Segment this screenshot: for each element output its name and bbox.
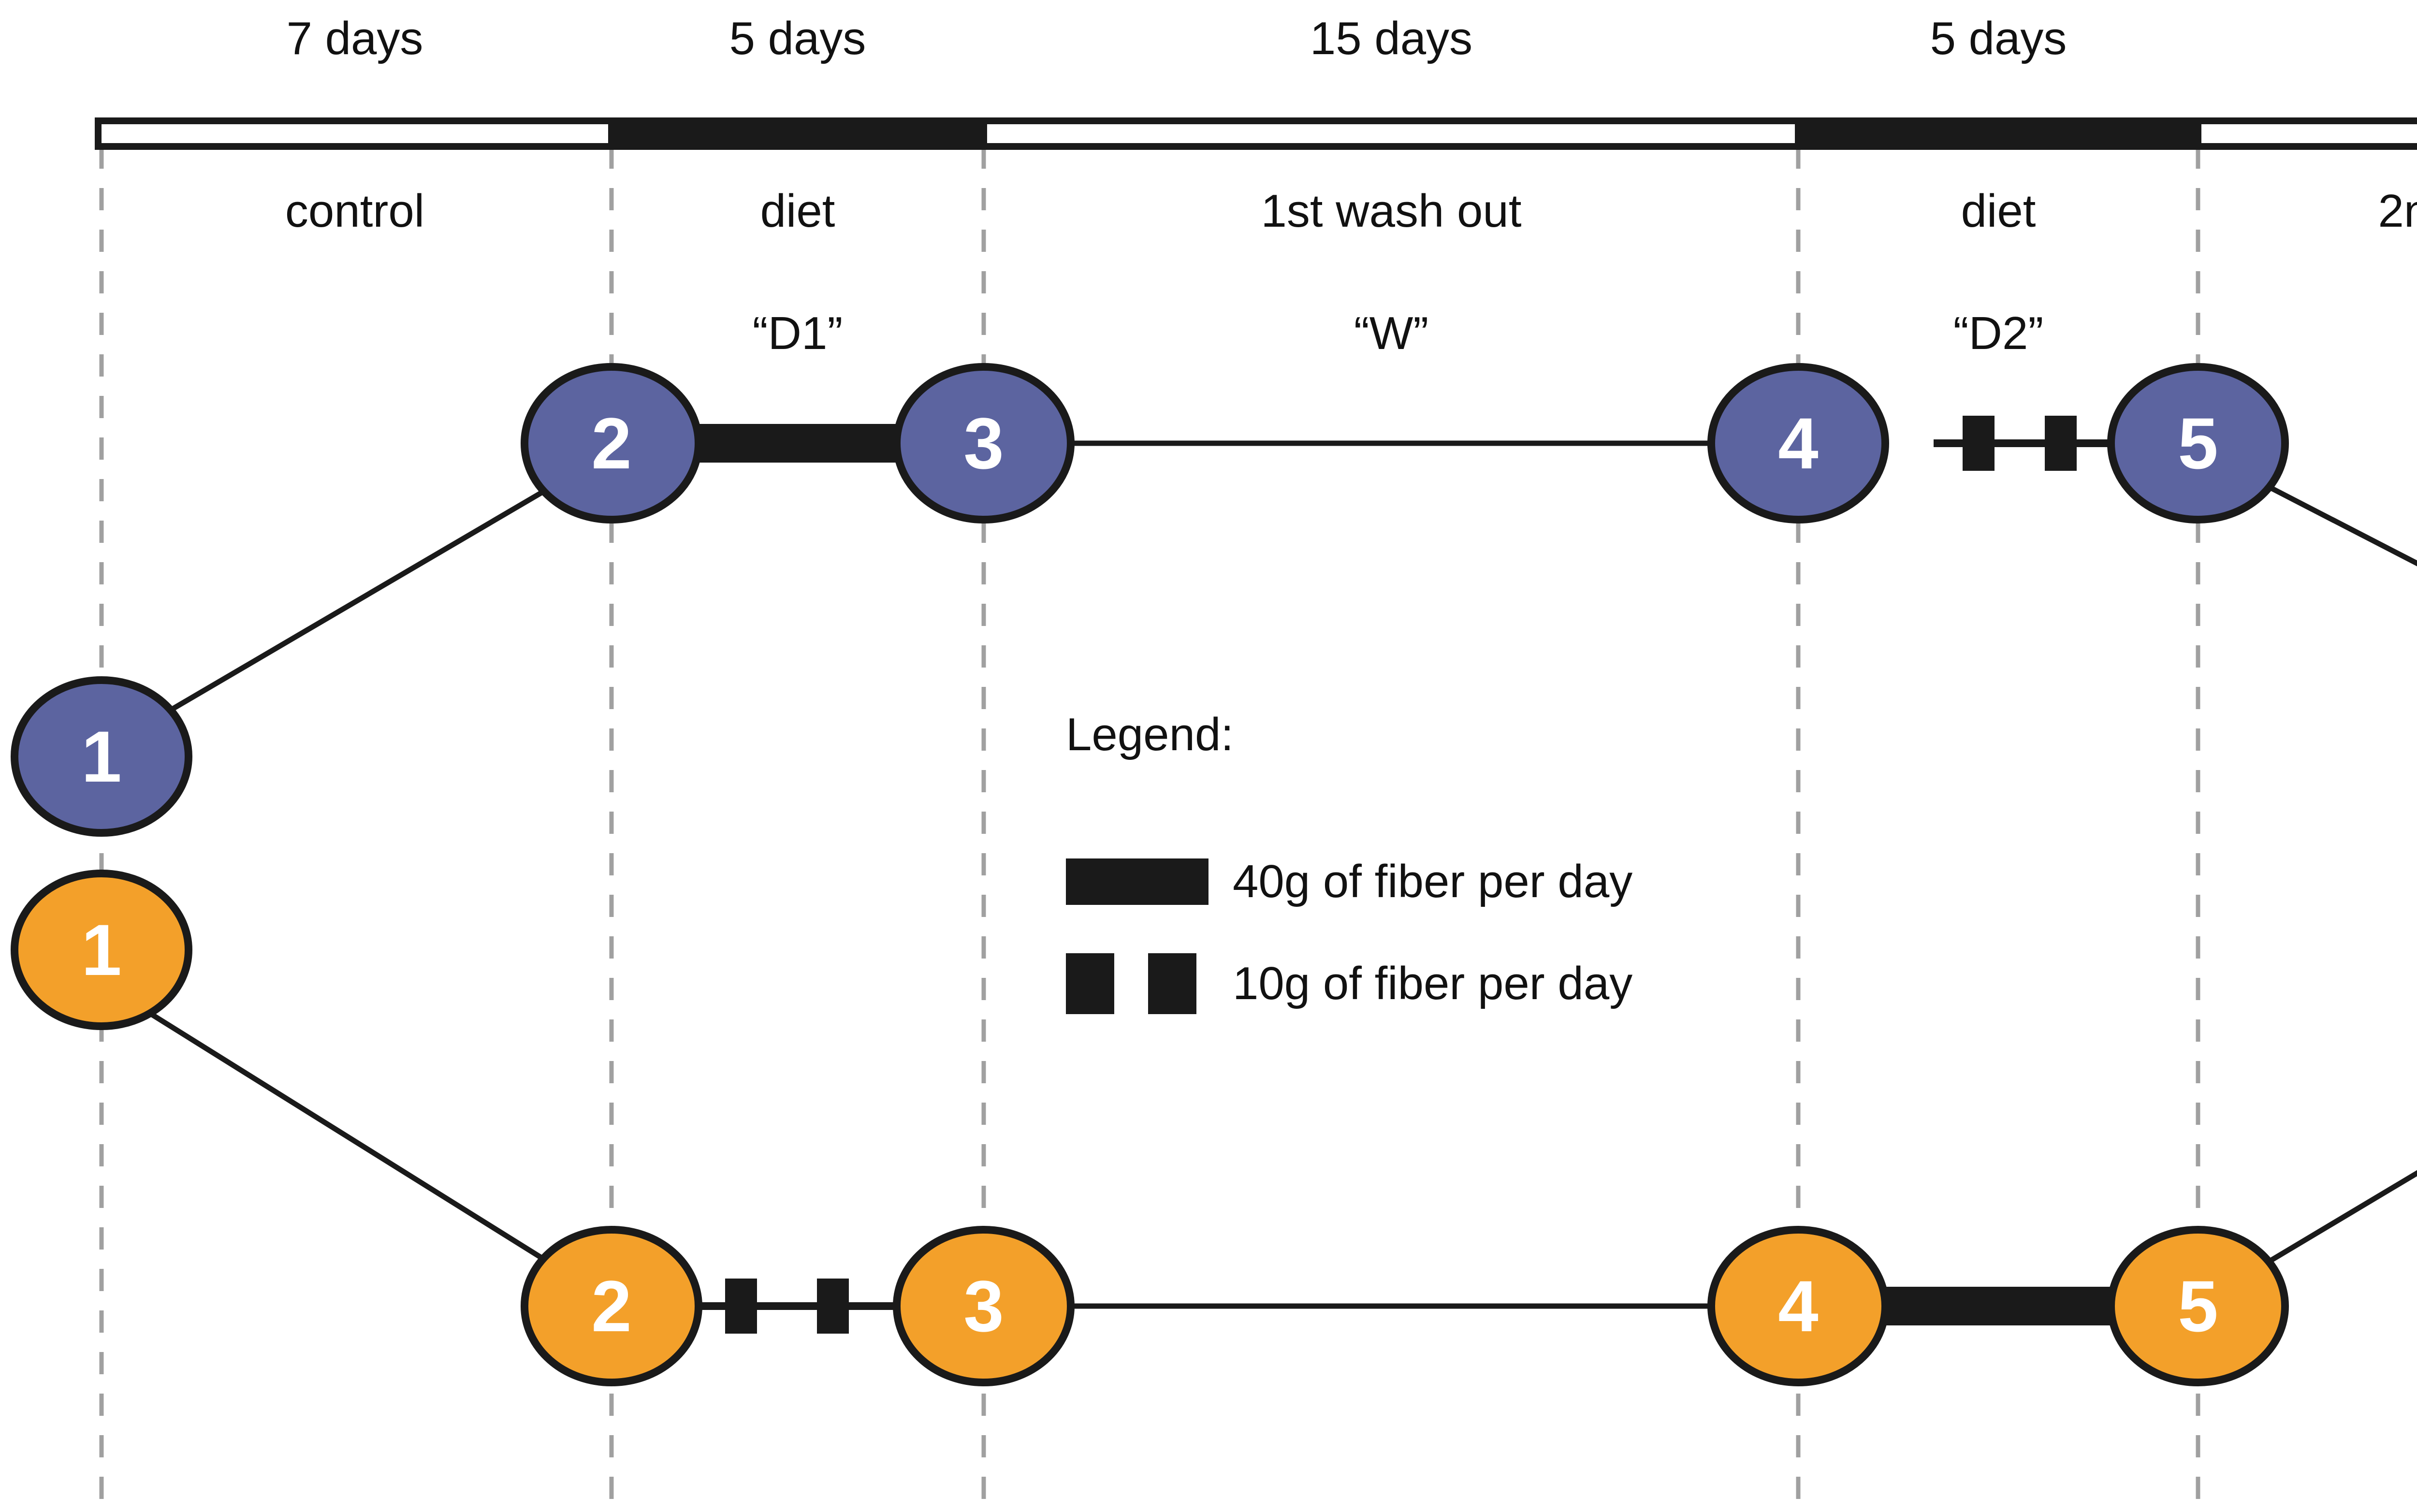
node-orange-2 — [521, 1226, 702, 1386]
duration-label-control: 7 days — [286, 13, 423, 64]
timeline-segment-control — [95, 117, 615, 150]
timeline-segment-diet-2 — [1798, 117, 2198, 150]
node-blue-5 — [2107, 363, 2289, 523]
phase-label-washout-1: 1st wash out — [1261, 185, 1522, 237]
phase-label-washout-2: 2nd wash out — [2378, 185, 2417, 237]
node-blue-3 — [893, 363, 1075, 523]
legend-swatch-10g-block — [1148, 953, 1196, 1014]
code-label-d2: “D2” — [1953, 307, 2044, 359]
legend-label-10g: 10g of fiber per day — [1233, 958, 1633, 1009]
node-orange-4 — [1707, 1226, 1889, 1386]
duration-label-diet-1: 5 days — [729, 13, 866, 64]
phase-label-diet-1: diet — [760, 185, 835, 237]
node-orange-3 — [893, 1226, 1075, 1386]
duration-label-diet-2: 5 days — [1930, 13, 2067, 64]
blue-arm-nodes — [11, 363, 2289, 837]
phase-label-diet-2: diet — [1961, 185, 2036, 237]
link-orange-2-3-block — [817, 1279, 849, 1334]
link-orange-5-6 — [2251, 1170, 2417, 1274]
legend-label-40g: 40g of fiber per day — [1233, 856, 1633, 907]
node-blue-4 — [1707, 363, 1889, 523]
link-blue-1-2 — [144, 476, 567, 727]
node-blue-2 — [521, 363, 702, 523]
legend-swatch-40g — [1066, 858, 1208, 905]
code-label-w: “W” — [1354, 307, 1429, 359]
legend-swatches — [1066, 858, 1208, 1014]
link-blue-4-5-block — [1963, 416, 1995, 471]
legend-swatch-10g-block — [1066, 953, 1114, 1014]
node-blue-1 — [11, 676, 192, 837]
node-orange-1 — [11, 870, 192, 1030]
link-orange-1-2 — [144, 1008, 565, 1274]
code-label-d1: “D1” — [752, 307, 843, 359]
legend-title: Legend: — [1066, 709, 1234, 760]
timeline-segment-washout-1 — [980, 117, 1802, 150]
blue-arm-links — [144, 416, 2417, 727]
orange-arm-links — [144, 1008, 2417, 1334]
link-orange-2-3-block — [725, 1279, 757, 1334]
timeline-bar — [95, 117, 2417, 150]
duration-label-washout-1: 15 days — [1310, 13, 1473, 64]
timeline-segment-washout-2 — [2195, 117, 2417, 150]
node-orange-5 — [2107, 1226, 2289, 1386]
orange-arm-nodes — [11, 870, 2289, 1386]
link-blue-5-6 — [2251, 476, 2417, 567]
phase-label-control: control — [285, 185, 425, 237]
timeline-segment-diet-1 — [612, 117, 984, 150]
link-blue-4-5-block — [2045, 416, 2077, 471]
